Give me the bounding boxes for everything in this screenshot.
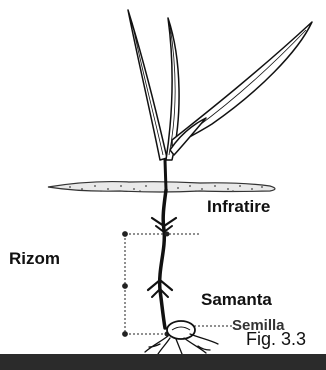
seed — [167, 321, 195, 339]
shoot-leaves — [128, 10, 312, 160]
soil-surface — [48, 182, 275, 192]
label-samanta: Samanta — [201, 291, 272, 308]
label-infratire: Infratire — [207, 198, 270, 215]
figure-number: Fig. 3.3 — [244, 330, 308, 348]
label-rizom: Rizom — [9, 250, 60, 267]
bottom-bar — [0, 354, 326, 370]
